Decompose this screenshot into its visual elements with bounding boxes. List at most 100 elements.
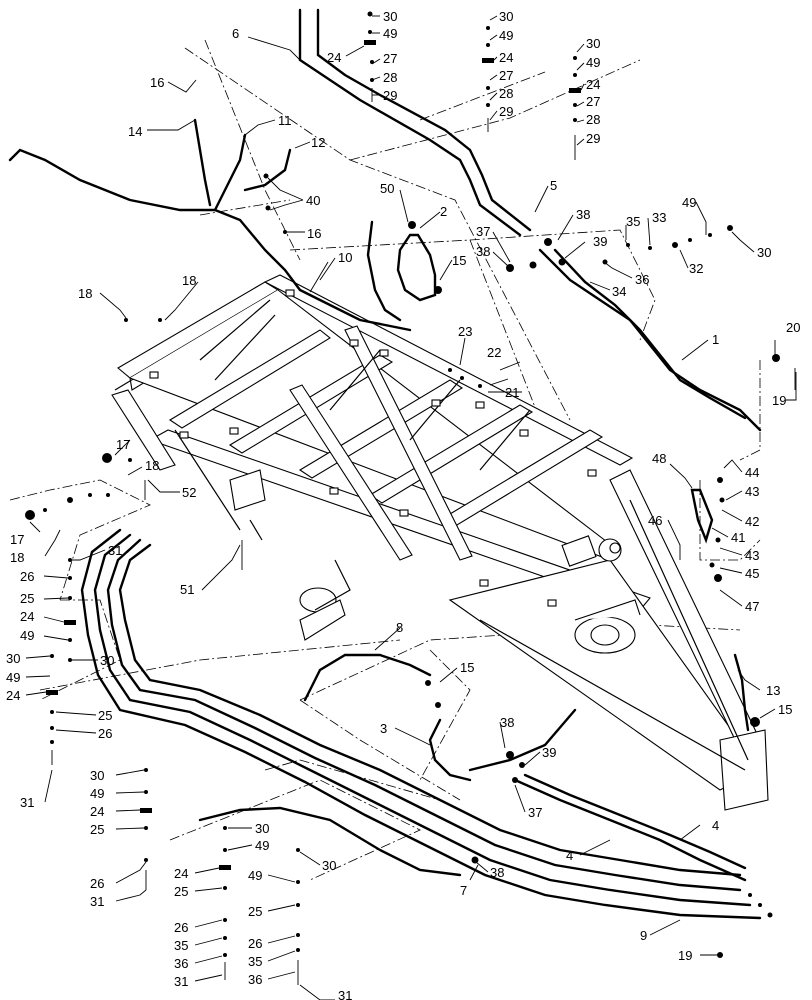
callout-24: 24: [6, 688, 20, 703]
callout-27: 27: [383, 51, 397, 66]
callout-52: 52: [182, 485, 196, 500]
callout-37: 37: [476, 224, 490, 239]
callout-19: 19: [678, 948, 692, 963]
callout-38: 38: [576, 207, 590, 222]
callout-25: 25: [174, 884, 188, 899]
callout-49: 49: [248, 868, 262, 883]
callout-26: 26: [248, 936, 262, 951]
callout-30: 30: [383, 9, 397, 24]
callout-38: 38: [490, 865, 504, 880]
callout-10: 10: [338, 250, 352, 265]
callout-35: 35: [174, 938, 188, 953]
callout-9: 9: [640, 928, 647, 943]
callout-28: 28: [383, 70, 397, 85]
callout-45: 45: [745, 566, 759, 581]
callout-25: 25: [248, 904, 262, 919]
callout-13: 13: [766, 683, 780, 698]
callout-5: 5: [550, 178, 557, 193]
callout-42: 42: [745, 514, 759, 529]
callout-26: 26: [98, 726, 112, 741]
callout-12: 12: [311, 135, 325, 150]
callout-30: 30: [322, 858, 336, 873]
callout-33: 33: [652, 210, 666, 225]
callout-7: 7: [460, 883, 467, 898]
callout-31: 31: [174, 974, 188, 989]
hardware-fittings: [25, 11, 796, 985]
callout-26: 26: [20, 569, 34, 584]
callout-24: 24: [499, 50, 513, 65]
callout-31: 31: [20, 795, 34, 810]
callout-49: 49: [255, 838, 269, 853]
callout-8: 8: [396, 620, 403, 635]
callout-38: 38: [500, 715, 514, 730]
callout-25: 25: [20, 591, 34, 606]
callout-24: 24: [174, 866, 188, 881]
callout-1: 1: [712, 332, 719, 347]
callout-21: 21: [505, 385, 519, 400]
callout-15: 15: [452, 253, 466, 268]
callout-48: 48: [652, 451, 666, 466]
callout-18: 18: [10, 550, 24, 565]
callout-25: 25: [98, 708, 112, 723]
callout-40: 40: [306, 193, 320, 208]
callout-16: 16: [150, 75, 164, 90]
callout-31: 31: [338, 988, 352, 1000]
callout-50: 50: [380, 181, 394, 196]
callout-16: 16: [307, 226, 321, 241]
callout-31: 31: [108, 543, 122, 558]
callout-49: 49: [499, 28, 513, 43]
callout-32: 32: [689, 261, 703, 276]
callout-6: 6: [232, 26, 239, 41]
callout-4: 4: [566, 848, 573, 863]
callout-49: 49: [20, 628, 34, 643]
callout-30: 30: [6, 651, 20, 666]
callout-31: 31: [90, 894, 104, 909]
callout-41: 41: [731, 530, 745, 545]
callout-17: 17: [116, 437, 130, 452]
callout-30: 30: [586, 36, 600, 51]
callout-29: 29: [586, 131, 600, 146]
callout-4: 4: [712, 818, 719, 833]
callout-2: 2: [440, 204, 447, 219]
callout-28: 28: [499, 86, 513, 101]
callout-43: 43: [745, 548, 759, 563]
callout-23: 23: [458, 324, 472, 339]
callout-43: 43: [745, 484, 759, 499]
callout-47: 47: [745, 599, 759, 614]
callout-49: 49: [682, 195, 696, 210]
callout-37: 37: [528, 805, 542, 820]
callout-30: 30: [499, 9, 513, 24]
callout-25: 25: [90, 822, 104, 837]
callout-49: 49: [383, 26, 397, 41]
callout-17: 17: [10, 532, 24, 547]
callout-22: 22: [487, 345, 501, 360]
callout-27: 27: [586, 94, 600, 109]
callout-18: 18: [182, 273, 196, 288]
callout-34: 34: [612, 284, 626, 299]
callout-28: 28: [586, 112, 600, 127]
callout-27: 27: [499, 68, 513, 83]
hydraulic-hoses: [8, 8, 762, 920]
callout-11: 11: [278, 113, 292, 128]
callout-30: 30: [100, 653, 114, 668]
callout-49: 49: [586, 55, 600, 70]
callout-30: 30: [90, 768, 104, 783]
callout-18: 18: [78, 286, 92, 301]
callout-18: 18: [145, 458, 159, 473]
callout-39: 39: [593, 234, 607, 249]
callout-49: 49: [6, 670, 20, 685]
toolbar-frame: [111, 274, 769, 811]
callout-24: 24: [586, 77, 600, 92]
callout-36: 36: [174, 956, 188, 971]
callout-14: 14: [128, 124, 142, 139]
callout-29: 29: [499, 104, 513, 119]
callout-39: 39: [542, 745, 556, 760]
callout-35: 35: [626, 214, 640, 229]
callout-36: 36: [248, 972, 262, 987]
callout-44: 44: [745, 465, 759, 480]
callout-3: 3: [380, 721, 387, 736]
callout-24: 24: [327, 50, 341, 65]
callout-36: 36: [635, 272, 649, 287]
callout-20: 20: [786, 320, 800, 335]
